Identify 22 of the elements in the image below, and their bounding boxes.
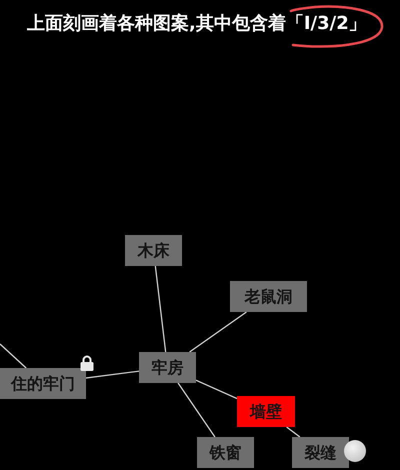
location-box (139, 352, 196, 383)
connector-line (286, 426, 300, 438)
connector-line (154, 266, 166, 352)
location-box (230, 281, 307, 312)
location-box (197, 437, 254, 468)
location-label: 木床 (138, 240, 170, 260)
location-label: 老鼠洞 (244, 286, 292, 306)
connector-line (86, 370, 140, 379)
location-box (292, 437, 349, 468)
connector-line (178, 382, 216, 438)
location-box (0, 368, 86, 399)
location-label: 住的牢门 (11, 374, 75, 394)
connector-line (196, 380, 238, 400)
location-box (237, 396, 295, 427)
connector-line (0, 344, 27, 368)
location-label: 墙壁 (250, 402, 282, 422)
location-label: 裂缝 (304, 442, 336, 462)
connector-line (189, 312, 247, 352)
location-label: 铁窗 (210, 442, 242, 462)
title: 上面刻画着各种图案,其中包含着「I/3/2」 (27, 12, 367, 36)
location-box (125, 235, 182, 266)
location-label: 牢房 (152, 358, 184, 378)
